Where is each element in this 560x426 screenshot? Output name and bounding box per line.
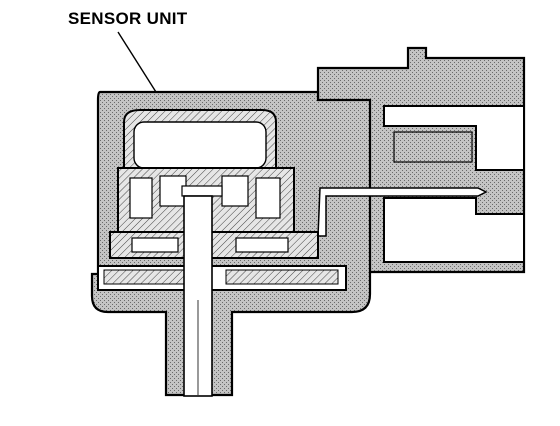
flange-seal-right (225, 269, 339, 285)
sensor-unit-label: SENSOR UNIT (68, 9, 188, 28)
sensor-cell-right (255, 177, 281, 219)
base-recess-right (235, 237, 289, 253)
connector-cavity-lower (383, 197, 525, 263)
sensor-diaphragm (181, 185, 223, 197)
sensor-cell-left (129, 177, 153, 219)
terminal-pin (317, 187, 488, 237)
sensor-cell-mid-right (221, 175, 249, 207)
connector-latch (393, 131, 473, 163)
base-recess-left (131, 237, 179, 253)
sensor-unit-chamber (133, 121, 267, 169)
connector-cavity-upper (383, 105, 525, 171)
